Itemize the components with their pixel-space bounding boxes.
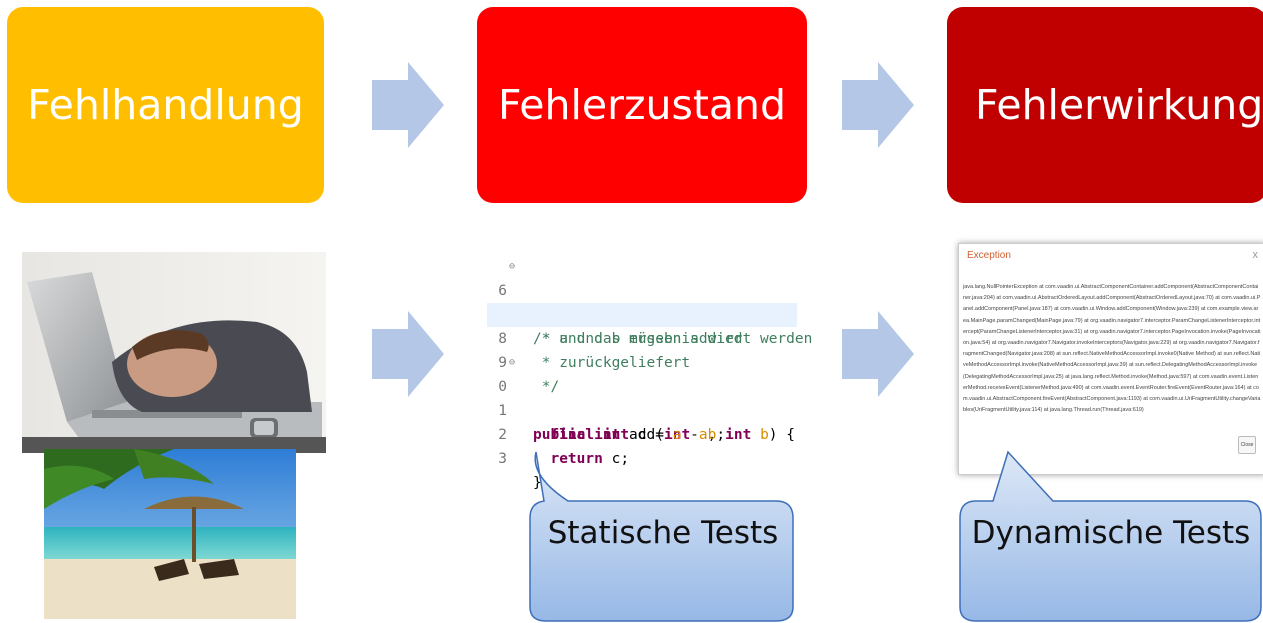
line-number: 2 bbox=[498, 427, 507, 443]
line-number: 1 bbox=[498, 403, 507, 419]
callout-bubble bbox=[529, 451, 794, 622]
close-icon[interactable]: x bbox=[1252, 249, 1259, 261]
code-line: 1 final int c = a - b; bbox=[487, 375, 797, 443]
code-line: 2 return c; bbox=[487, 399, 797, 467]
stage-fehlhandlung: Fehlhandlung bbox=[7, 7, 324, 203]
code-text: * zurückgeliefert bbox=[533, 355, 691, 371]
code-line-highlighted: 8 * zurückgeliefert bbox=[487, 303, 797, 371]
callout-label: Statische Tests bbox=[547, 515, 779, 551]
line-number: 9 bbox=[498, 355, 507, 371]
code-editor: 6 ⊖ /* a und b müssen addiert werden 7 *… bbox=[487, 253, 812, 491]
code-text: return c; bbox=[550, 451, 630, 467]
stage-label: Fehlerwirkung bbox=[975, 81, 1263, 129]
line-number: 3 bbox=[498, 451, 507, 467]
stage-fehlerwirkung: Fehlerwirkung bbox=[947, 7, 1263, 203]
photo-beach bbox=[44, 449, 296, 619]
close-button[interactable]: Close bbox=[1238, 436, 1256, 454]
callout-label: Dynamische Tests bbox=[971, 515, 1251, 551]
stage-fehlerzustand: Fehlerzustand bbox=[477, 7, 807, 203]
code-line: 6 ⊖ /* a und b müssen addiert werden bbox=[487, 255, 812, 347]
code-text: } bbox=[533, 475, 542, 491]
line-number: 0 bbox=[498, 379, 507, 395]
stage-label: Fehlerzustand bbox=[497, 81, 787, 129]
arrow-right-icon bbox=[372, 311, 444, 397]
callout-bubble bbox=[959, 450, 1262, 622]
arrow-right-icon bbox=[842, 311, 914, 397]
fold-icon[interactable]: ⊖ bbox=[509, 357, 516, 368]
code-text: public int add(int a, int b) { bbox=[533, 427, 795, 443]
line-number: 8 bbox=[498, 331, 507, 347]
exception-dialog: Exception x java.lang.NullPointerExcepti… bbox=[958, 243, 1263, 475]
code-line: 0 ⊖ public int add(int a, int b) { bbox=[487, 351, 797, 443]
arrow-right-icon bbox=[842, 62, 914, 148]
arrow-right-icon bbox=[372, 62, 444, 148]
dialog-title: Exception bbox=[967, 250, 1011, 261]
code-line: 7 * und das ergebnis wird bbox=[487, 279, 797, 347]
code-text: * und das ergebnis wird bbox=[533, 331, 743, 347]
stage-label: Fehlhandlung bbox=[27, 81, 304, 129]
code-text: final int c = a - b; bbox=[550, 427, 726, 443]
code-text: */ bbox=[533, 379, 560, 395]
code-line: 9 */ bbox=[487, 327, 797, 395]
line-number: 6 bbox=[498, 283, 507, 299]
photo-sleeping-man bbox=[22, 252, 326, 453]
code-line: 3 } bbox=[487, 423, 797, 491]
code-text: /* a und b müssen addiert werden bbox=[533, 331, 813, 347]
stack-trace: java.lang.NullPointerException at com.va… bbox=[963, 284, 1261, 414]
fold-icon[interactable]: ⊖ bbox=[509, 261, 516, 272]
